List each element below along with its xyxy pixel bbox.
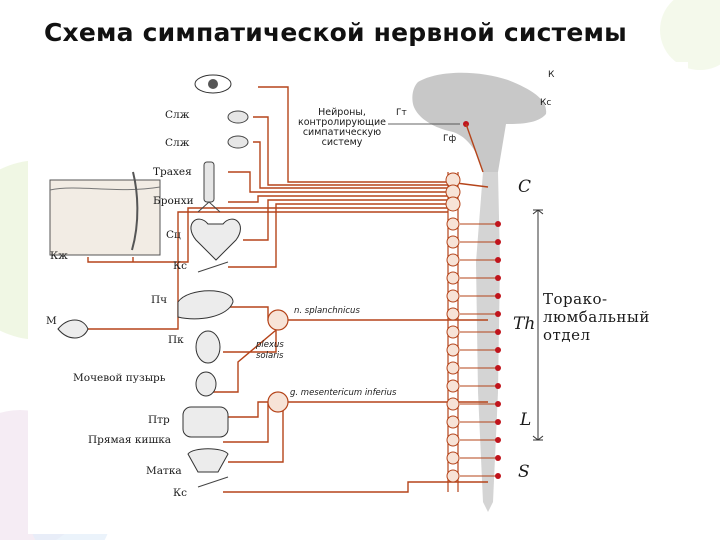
- label-intestine: Птр: [148, 414, 170, 426]
- chain-ganglia: [445, 172, 461, 483]
- vessel-icon: [197, 261, 229, 488]
- hypothalamic-pathway: [465, 123, 484, 173]
- label-rectum: Прямая кишка: [88, 434, 172, 446]
- label-mesenteric: g. mesentericum inferius: [290, 388, 397, 398]
- label-trachea: Трахея: [153, 166, 192, 178]
- skin-section-icon: [49, 171, 161, 256]
- label-vessels-1: Кс: [173, 260, 188, 272]
- label-vessels-2: Кс: [173, 487, 188, 499]
- sympathetic-diagram: Слж Слж Трахея Бронхи Сц Кс Пч Пк Мочево…: [28, 62, 688, 534]
- intestine-icon: [182, 406, 229, 438]
- preganglionic-fibers: [460, 223, 498, 477]
- region-label-c: C: [518, 177, 532, 197]
- organ-eye-icon: [194, 74, 232, 94]
- brain: [412, 72, 547, 172]
- diagram-lines: [49, 72, 547, 512]
- label-kidney: Пк: [168, 334, 184, 346]
- region-label-th: Th: [513, 314, 536, 334]
- bladder-icon: [195, 371, 217, 397]
- label-splanchnicus: n. splanchnicus: [294, 306, 360, 316]
- muscle-icon: [57, 319, 89, 339]
- label-liver: Пч: [151, 294, 168, 306]
- label-bronchi: Бронхи: [153, 195, 194, 207]
- label-ks-brain: Кс: [540, 98, 552, 108]
- neuron-control-note: Нейроны, контролирующие симпатическую си…: [298, 107, 387, 148]
- label-muscle: М: [46, 315, 57, 327]
- salivary-gland-icons: [227, 110, 249, 149]
- prevertebral-ganglia: [267, 309, 289, 413]
- heart-icon: [190, 218, 241, 261]
- label-salivary-1: Слж: [165, 109, 190, 121]
- liver-icon: [177, 290, 234, 320]
- region-label-l: L: [520, 410, 532, 430]
- label-skin: Кж: [50, 250, 68, 262]
- label-gf: Гф: [443, 134, 457, 144]
- label-thoracolumbar: Торако- люмбальный отдел: [543, 290, 650, 344]
- label-bladder: Мочевой пузырь: [73, 372, 166, 384]
- label-salivary-2: Слж: [165, 137, 190, 149]
- spinal-cord: [476, 172, 500, 512]
- uterus-icon: [187, 448, 229, 473]
- slide-title: Схема симпатической нервной системы: [44, 18, 627, 47]
- trachea-icon: [197, 161, 221, 213]
- label-uterus: Матка: [146, 465, 182, 477]
- label-heart: Сц: [166, 229, 181, 241]
- label-k: К: [548, 70, 555, 80]
- region-bracket: [532, 209, 544, 441]
- nerve-fibers: [63, 86, 489, 493]
- label-plexus-solaris: plexus solaris: [256, 340, 284, 361]
- label-gt: Гт: [396, 108, 407, 118]
- region-label-s: S: [518, 462, 530, 482]
- kidney-icon: [195, 330, 221, 364]
